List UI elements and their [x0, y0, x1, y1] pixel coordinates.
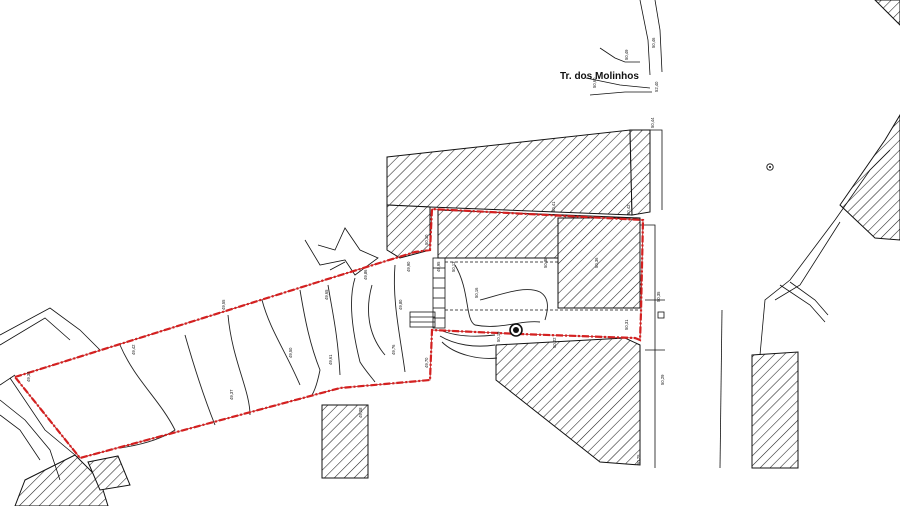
building-plot-right	[557, 217, 641, 309]
buildings	[14, 0, 900, 506]
property-boundary-line	[13, 207, 645, 460]
spot-elevation: 49,86	[363, 269, 368, 280]
spot-elevation: 49,65	[324, 289, 329, 300]
spot-elevation: 50,60	[592, 77, 597, 88]
spot-elevations: 50,60 50,49 50,46 52,40 50,44 50,42 50,4…	[26, 37, 665, 465]
spot-elevation: 49,33	[26, 371, 31, 382]
spot-elevation: 50,38	[543, 257, 548, 268]
building-bottom-small	[321, 404, 369, 479]
building-top-strip	[629, 129, 651, 216]
spot-elevation: 49,55	[221, 299, 226, 310]
spot-elevation: 50,36	[594, 257, 599, 268]
building-right-upper	[839, 114, 900, 241]
building-bottom-left	[14, 454, 109, 506]
building-right-lower	[751, 351, 799, 469]
building-bottom-center	[495, 337, 641, 466]
spot-elevation: 50,49	[624, 49, 629, 60]
spot-elevation: 49,76	[391, 344, 396, 355]
spot-elevation: 50,46	[651, 37, 656, 48]
building-top-right-corner	[874, 0, 900, 26]
building-left-tower	[386, 204, 431, 259]
spot-elevation: 50,31	[624, 319, 629, 330]
street-label: Tr. dos Molinhos	[560, 71, 639, 82]
manhole-icon	[509, 323, 523, 337]
spot-elevation: 49,90	[406, 261, 411, 272]
spot-elevation: 49,50	[288, 347, 293, 358]
spot-elevation: 50,25	[636, 454, 641, 465]
spot-elevation: 50,35	[656, 291, 661, 302]
spot-elevation: 50,16	[474, 287, 479, 298]
spot-elevation: 50,10	[424, 234, 429, 245]
contours	[119, 264, 498, 449]
spot-elevation: 50,19	[496, 331, 501, 342]
spot-elevation: 49,70	[424, 357, 429, 368]
spot-elevation: 49,28	[358, 407, 363, 418]
spot-elevation: 50,41	[551, 201, 556, 212]
spot-elevation: 49,37	[229, 389, 234, 400]
spot-elevation: 50,44	[650, 117, 655, 128]
spot-elevation: 50,22	[552, 337, 557, 348]
spot-elevation: 49,42	[131, 344, 136, 355]
spot-elevation: 50,29	[660, 374, 665, 385]
west-structures	[0, 227, 379, 481]
building-bottom-left-small	[87, 455, 131, 491]
survey-marker	[657, 311, 665, 319]
spot-elevation: 50,42	[626, 204, 631, 215]
property-boundary	[13, 207, 645, 460]
street-lines	[585, 0, 891, 469]
spot-elevation: 50,13	[451, 261, 456, 272]
spot-elevation: 49,95	[436, 261, 441, 272]
survey-point-icon	[766, 163, 774, 171]
spot-elevation: 49,61	[328, 354, 333, 365]
spot-elevation: 49,80	[398, 299, 403, 310]
building-top-center	[386, 129, 633, 216]
plot-interior	[409, 257, 640, 329]
spot-elevation: 52,40	[654, 81, 659, 92]
